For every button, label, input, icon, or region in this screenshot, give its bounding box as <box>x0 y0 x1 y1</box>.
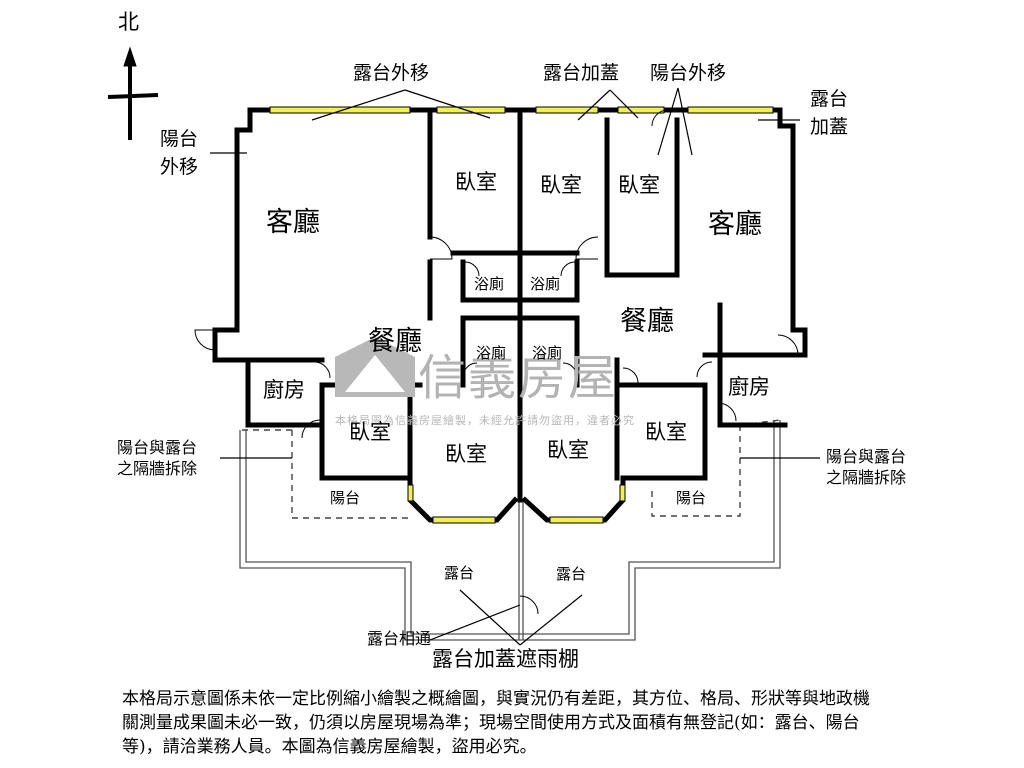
terrace-cover-top-label: 露台加蓋 <box>543 62 620 84</box>
wall-removed-right-label-2: 之隔牆拆除 <box>826 468 907 487</box>
north-label: 北 <box>118 10 139 34</box>
bedroom-7: 臥室 <box>645 420 687 444</box>
balcony-right: 陽台 <box>676 489 707 507</box>
bedroom-4: 臥室 <box>349 420 391 444</box>
kitchen-left: 廚房 <box>263 378 305 402</box>
balcony-out-top-label: 陽台外移 <box>650 62 727 84</box>
kitchen-right: 廚房 <box>728 375 770 399</box>
terrace-left: 露台 <box>444 564 475 582</box>
living-room-right: 客廳 <box>708 209 762 240</box>
disclaimer-note: 本格局示意圖係未依一定比例縮小繪製之概繪圖，與實況仍有差距，其方位、格局、形狀等… <box>122 689 870 757</box>
terrace-out-label: 露台外移 <box>353 62 430 84</box>
balcony-out-left-label-1: 陽台 <box>160 128 199 150</box>
bathroom-4: 浴廁 <box>532 344 563 362</box>
bathroom-3: 浴廁 <box>476 344 507 362</box>
wall-removed-left-label-2: 之隔牆拆除 <box>117 459 198 478</box>
dining-room-right: 餐廳 <box>620 306 674 337</box>
terrace-connect-label: 露台相通 <box>367 629 432 648</box>
terrace-canopy-label: 露台加蓋遮雨棚 <box>432 647 579 671</box>
terrace-outline <box>239 420 781 641</box>
bedroom-1: 臥室 <box>455 170 497 194</box>
balcony-left: 陽台 <box>330 489 361 507</box>
bedroom-6: 臥室 <box>547 438 589 462</box>
terrace-right: 露台 <box>556 565 587 583</box>
north-arrow-icon <box>107 46 159 140</box>
bedroom-2: 臥室 <box>540 173 582 197</box>
bedroom-3: 臥室 <box>618 173 660 197</box>
walls <box>212 107 808 523</box>
bathroom-2: 浴廁 <box>530 275 561 293</box>
dining-room-left: 餐廳 <box>368 326 422 357</box>
terrace-cover-right-label-2: 加蓋 <box>810 116 849 138</box>
bedroom-5: 臥室 <box>445 442 487 466</box>
house-logo-icon <box>335 337 415 397</box>
wall-removed-right-label-1: 陽台與露台 <box>826 447 907 466</box>
bathroom-1: 浴廁 <box>474 275 505 293</box>
balcony-out-left-label-2: 外移 <box>160 156 199 178</box>
watermark-logo <box>335 337 695 397</box>
watermark-notice: 本格局圖為信義房屋繪製，未經允許請勿盜用，違者必究 <box>335 414 635 427</box>
removed-wall-dashed <box>240 419 781 519</box>
leader-lines <box>210 87 820 646</box>
watermark-brand: 信義房屋 <box>418 350 619 406</box>
terrace-cover-right-label-1: 露台 <box>810 88 849 110</box>
windows <box>269 106 774 524</box>
living-room-left: 客廳 <box>266 207 320 238</box>
wall-removed-left-label-1: 陽台與露台 <box>117 438 198 457</box>
doors <box>194 109 799 615</box>
